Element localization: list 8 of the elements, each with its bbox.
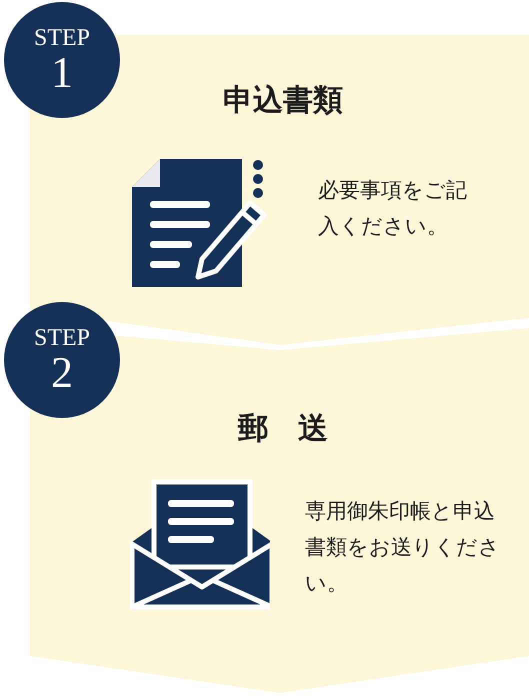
step-label: STEP <box>34 25 90 51</box>
instruction-text: 専用御朱印帳と申込書類をお送りください。 <box>305 498 501 597</box>
step-heading: 郵 送 <box>238 410 328 448</box>
step-label: STEP <box>34 325 90 351</box>
step-heading: 申込書類 <box>223 82 343 120</box>
step-number: 2 <box>51 351 73 395</box>
step-number: 1 <box>51 51 73 95</box>
instruction-text: 必要事項をご記入ください。 <box>318 177 468 240</box>
